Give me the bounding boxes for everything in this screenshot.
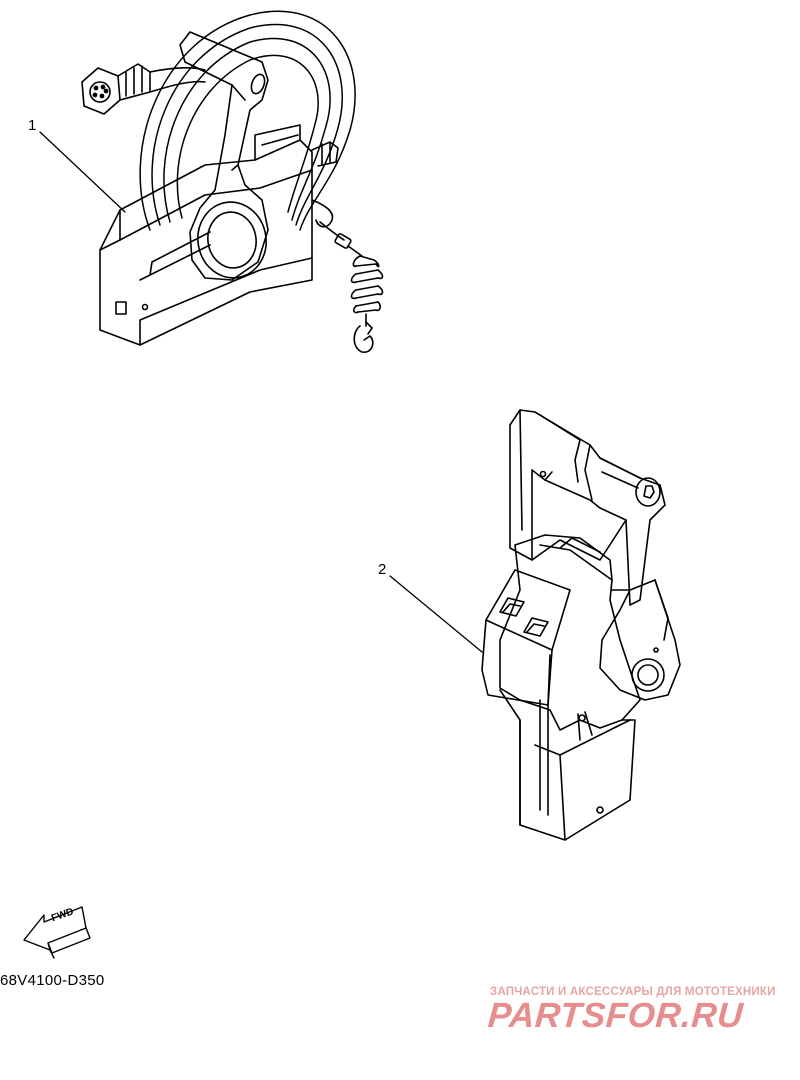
watermark-logo: PARTSFOR.RU xyxy=(486,996,745,1035)
callout-1-leader xyxy=(39,131,126,213)
box-body xyxy=(99,139,313,346)
control-lever xyxy=(179,31,269,281)
cable-loop xyxy=(139,10,356,231)
switch-panel xyxy=(481,569,571,706)
switch-button-2 xyxy=(523,617,549,637)
emergency-stop-lanyard xyxy=(311,199,384,353)
diagram-code: 68V4100-D350 xyxy=(0,972,105,989)
switch-button-1 xyxy=(499,597,525,617)
binnacle-housing xyxy=(499,534,641,731)
remote-control-box-side-mount xyxy=(39,10,384,353)
callout-number-2: 2 xyxy=(378,561,387,578)
remote-control-binnacle-top-mount xyxy=(389,409,681,841)
box-label-plate xyxy=(115,301,127,315)
harness-connector xyxy=(81,63,206,115)
watermark-tagline: ЗАПЧАСТИ И АКСЕССУАРЫ ДЛЯ МОТОТЕХНИКИ xyxy=(490,986,776,998)
callout-number-1: 1 xyxy=(28,117,37,134)
lever-handle xyxy=(509,409,666,606)
callout-2-leader xyxy=(389,575,483,653)
fwd-arrow-icon xyxy=(23,906,91,959)
